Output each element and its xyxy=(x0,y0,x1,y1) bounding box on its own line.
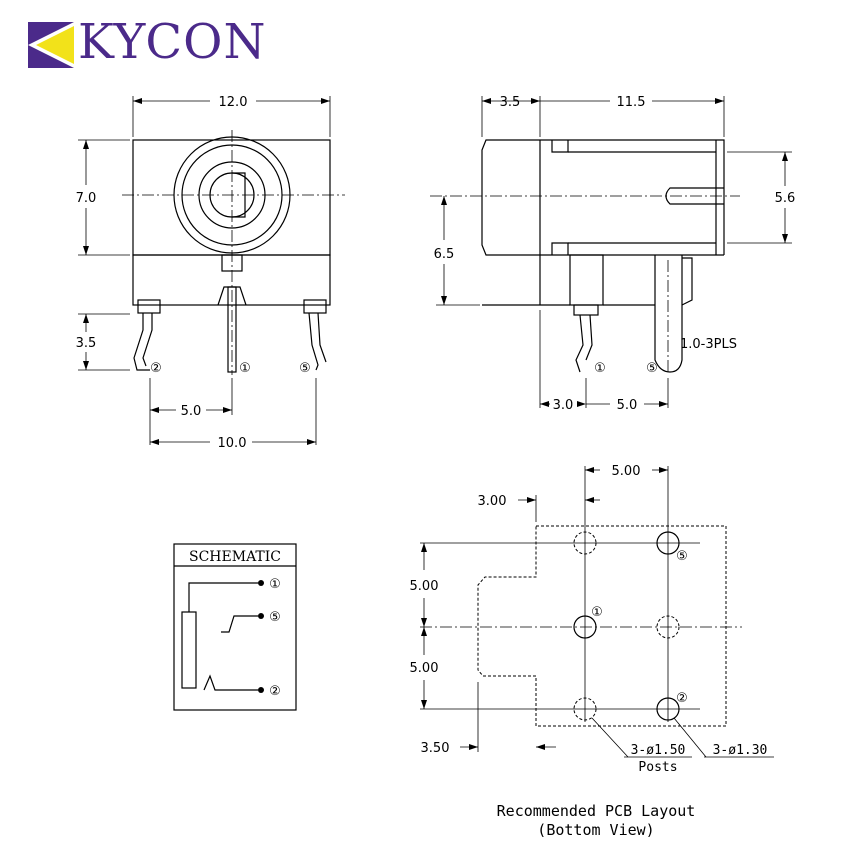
pcb-layout: ⑤ ① ② 5.00 3.00 5.00 5.00 3.50 xyxy=(410,464,774,839)
side-front-depth-label: 3.5 xyxy=(500,95,521,110)
pcb-dim-row2-label: 5.00 xyxy=(410,661,439,676)
side-pin-5-label: ⑤ xyxy=(646,361,658,376)
pcb-caption-line1: Recommended PCB Layout xyxy=(497,802,696,820)
front-pin-length-label: 3.5 xyxy=(76,336,97,351)
front-height-label: 7.0 xyxy=(76,191,97,206)
schematic-pin-1-label: ① xyxy=(269,577,281,592)
pcb-pin-2-label: ② xyxy=(676,691,688,706)
front-view: 12.0 7.0 3.5 ② ① ⑤ 5.0 10.0 xyxy=(76,95,345,451)
side-pin-note: 1.0-3PLS xyxy=(680,337,737,352)
kycon-logo-mark-icon xyxy=(28,22,74,68)
pcb-pin-5-label: ⑤ xyxy=(676,549,688,564)
pcb-hole-note-a-sub: Posts xyxy=(638,760,677,775)
front-pin-1-label: ① xyxy=(239,361,251,376)
pcb-dim-row1-label: 5.00 xyxy=(410,579,439,594)
pcb-dim-left-offset-label: 3.00 xyxy=(478,494,507,509)
schematic-title: SCHEMATIC xyxy=(189,549,281,565)
pcb-pin-1-label: ① xyxy=(591,605,603,620)
front-pin-spacing-a-label: 5.0 xyxy=(181,404,202,419)
front-pin-5-label: ⑤ xyxy=(299,361,311,376)
brand-name: KYCON xyxy=(78,14,267,70)
pcb-dim-bottom-label: 3.50 xyxy=(421,741,450,756)
front-pin-2-label: ② xyxy=(150,361,162,376)
pcb-dim-top-label: 5.00 xyxy=(612,464,641,479)
schematic-pin-2-label: ② xyxy=(269,684,281,699)
kycon-logo xyxy=(28,22,298,72)
front-pin-spacing-b-label: 10.0 xyxy=(218,436,247,451)
pcb-hole-note-a: 3-ø1.50 xyxy=(631,743,686,758)
front-width-label: 12.0 xyxy=(219,95,248,110)
side-pin-spacing-label: 5.0 xyxy=(617,398,638,413)
side-body-length-label: 11.5 xyxy=(617,95,646,110)
pcb-caption-line2: (Bottom View) xyxy=(537,821,654,839)
side-pin-1-label: ① xyxy=(594,361,606,376)
pcb-hole-note-b: 3-ø1.30 xyxy=(713,743,768,758)
schematic-pin-5-label: ⑤ xyxy=(269,610,281,625)
side-body-height-label: 5.6 xyxy=(775,191,796,206)
side-pin-offset-label: 3.0 xyxy=(553,398,574,413)
schematic: SCHEMATIC ① ⑤ ② xyxy=(173,543,297,711)
side-view: 3.5 11.5 5.6 6.5 ① ⑤ 1.0-3PLS 3.0 xyxy=(430,95,795,413)
side-center-height-label: 6.5 xyxy=(434,247,455,262)
